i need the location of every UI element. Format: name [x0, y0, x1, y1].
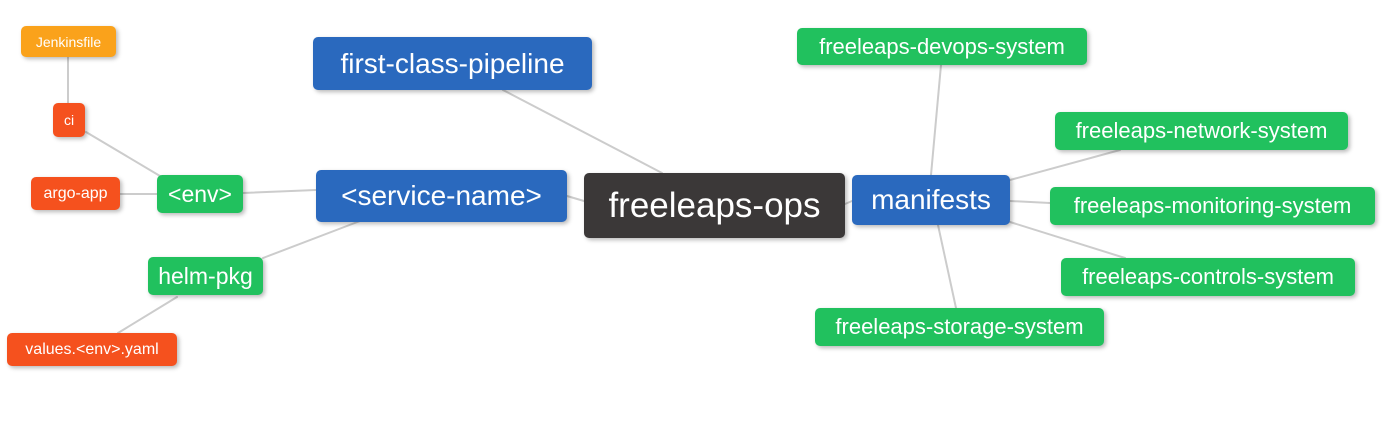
node-ci[interactable]: ci — [53, 103, 85, 137]
edge-manifests-to-freeleaps-network-system — [1009, 149, 1121, 181]
node-helm-pkg[interactable]: helm-pkg — [148, 257, 263, 295]
node-freeleaps-devops-system[interactable]: freeleaps-devops-system — [797, 28, 1087, 65]
node-values-env-yaml[interactable]: values.<env>.yaml — [7, 333, 177, 366]
edge-ci-to-env — [85, 131, 161, 177]
edge-values-env-yaml-to-helm-pkg — [117, 296, 178, 334]
node-service-name[interactable]: <service-name> — [316, 170, 567, 222]
edge-env-to-service-name — [242, 189, 317, 194]
node-argo-app[interactable]: argo-app — [31, 177, 120, 210]
node-freeleaps-monitoring-system[interactable]: freeleaps-monitoring-system — [1050, 187, 1375, 225]
node-env[interactable]: <env> — [157, 175, 243, 213]
node-manifests[interactable]: manifests — [852, 175, 1010, 225]
edge-manifests-to-freeleaps-storage-system — [937, 224, 957, 309]
node-freeleaps-storage-system[interactable]: freeleaps-storage-system — [815, 308, 1104, 346]
edge-manifests-to-freeleaps-devops-system — [930, 64, 942, 176]
node-freeleaps-controls-system[interactable]: freeleaps-controls-system — [1061, 258, 1355, 296]
edge-first-class-pipeline-to-freeleaps-ops — [502, 89, 663, 174]
edge-manifests-to-freeleaps-monitoring-system — [1009, 200, 1051, 204]
edge-freeleaps-ops-to-manifests — [844, 200, 853, 205]
node-first-class-pipeline[interactable]: first-class-pipeline — [313, 37, 592, 90]
node-jenkinsfile[interactable]: Jenkinsfile — [21, 26, 116, 57]
edge-service-name-to-freeleaps-ops — [566, 195, 585, 202]
edge-manifests-to-freeleaps-controls-system — [1009, 221, 1126, 259]
edge-helm-pkg-to-service-name — [262, 220, 361, 259]
node-freeleaps-network-system[interactable]: freeleaps-network-system — [1055, 112, 1348, 150]
node-freeleaps-ops[interactable]: freeleaps-ops — [584, 173, 845, 238]
